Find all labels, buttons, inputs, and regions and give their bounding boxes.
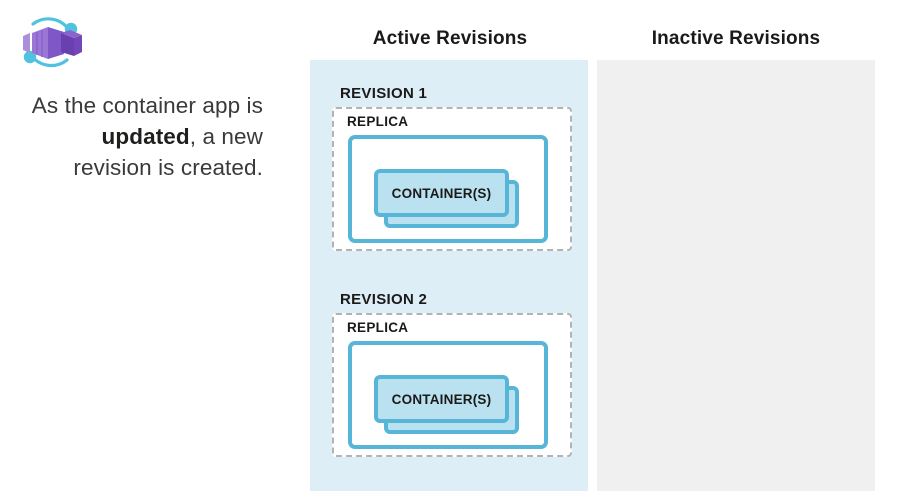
replica-label: REPLICA: [347, 114, 409, 129]
container-card-front: CONTAINER(S): [374, 375, 509, 423]
azure-container-apps-logo: [14, 12, 86, 74]
inactive-revisions-panel: [597, 60, 875, 491]
replica-box: REPLICA CONTAINER(S): [332, 107, 572, 251]
container-label: CONTAINER(S): [391, 185, 492, 201]
caption-suffix: , a new revision is created.: [73, 124, 263, 180]
replica-inner-boundary: CONTAINER(S): [348, 135, 548, 243]
revision-block: REVISION 2 REPLICA CONTAINER(S): [332, 291, 572, 457]
container-label: CONTAINER(S): [391, 391, 492, 407]
left-description-panel: As the container app is updated, a new r…: [0, 0, 300, 501]
active-revisions-panel: REVISION 1 REPLICA CONTAINER(S) REVISION…: [310, 60, 588, 491]
caption-text: As the container app is updated, a new r…: [18, 90, 263, 183]
active-revisions-header: Active Revisions: [372, 28, 528, 49]
revision-block: REVISION 1 REPLICA CONTAINER(S): [332, 85, 572, 251]
replica-inner-boundary: CONTAINER(S): [348, 341, 548, 449]
caption-prefix: As the container app is: [31, 93, 263, 118]
inactive-revisions-header: Inactive Revisions: [651, 28, 821, 49]
revision-title: REVISION 1: [340, 85, 428, 102]
caption-emphasis: updated: [101, 124, 190, 149]
replica-label: REPLICA: [347, 320, 409, 335]
revision-title: REVISION 2: [340, 291, 428, 308]
replica-box: REPLICA CONTAINER(S): [332, 313, 572, 457]
container-card-front: CONTAINER(S): [374, 169, 509, 217]
